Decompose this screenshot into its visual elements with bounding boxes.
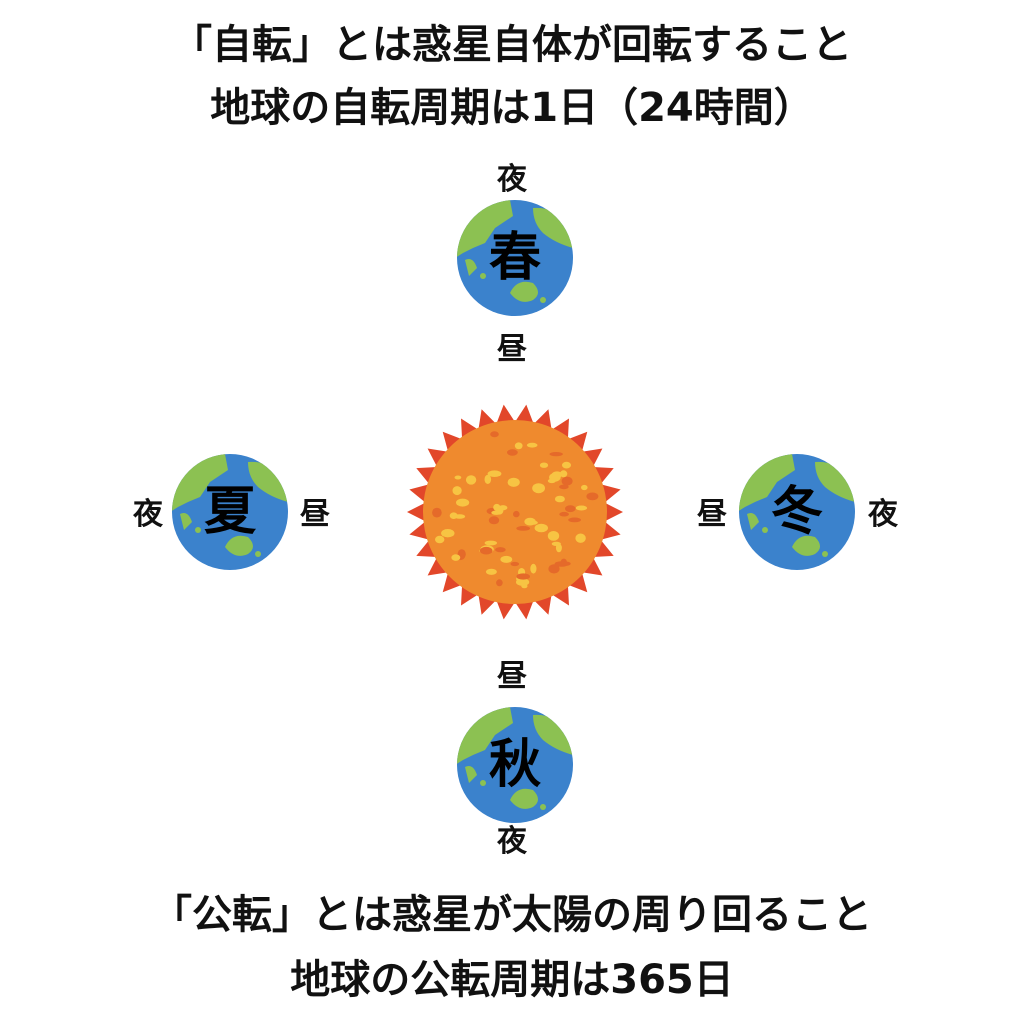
sun-spot (549, 452, 563, 457)
day-label-autumn: 昼 (497, 659, 527, 694)
sun-spot (514, 442, 523, 450)
sun-spot (487, 470, 502, 477)
sun-spot (516, 578, 530, 586)
sun-spot (551, 541, 561, 546)
sun-spot (568, 517, 581, 523)
sun-spot (484, 474, 492, 484)
night-label-winter: 夜 (868, 497, 898, 532)
day-label-winter: 昼 (697, 497, 727, 532)
season-label-spring: 春 (488, 228, 541, 288)
sun-spot (562, 461, 571, 469)
sun-spot (454, 475, 462, 480)
sun-spot (493, 503, 501, 511)
earth-icon (172, 454, 288, 570)
earth-icon (457, 200, 573, 316)
sun-icon (407, 404, 623, 620)
sun-spot (500, 555, 513, 563)
earth-winter: 冬 (737, 452, 857, 572)
sun-spot (547, 531, 560, 541)
sun-spot (559, 511, 569, 517)
sun-spot (485, 568, 497, 575)
sun-spot (565, 505, 576, 513)
sun-spot (529, 520, 538, 525)
sun-spot (432, 507, 442, 518)
season-label-summer: 夏 (203, 482, 256, 542)
night-label-spring: 夜 (497, 162, 527, 197)
sun-spot (526, 442, 538, 448)
sun-spot (559, 484, 569, 490)
earth-autumn: 秋 (455, 705, 575, 825)
sun-spot (547, 478, 556, 484)
sun-spot (456, 498, 470, 507)
sun-spot (452, 486, 462, 496)
sun-spot (495, 547, 506, 553)
rotation-period: 地球の自転周期は1日（24時間） (210, 85, 814, 131)
earth-icon (457, 707, 573, 823)
day-label-spring: 昼 (497, 332, 527, 367)
earth-icon (739, 454, 855, 570)
sun-spot (496, 579, 503, 587)
sun-spot (554, 561, 569, 567)
season-label-winter: 冬 (770, 482, 823, 542)
sun-spot (488, 516, 500, 525)
sun-spot (507, 449, 518, 456)
sun-spot (510, 561, 520, 567)
revolution-period: 地球の公転周期は365日 (290, 957, 734, 1003)
earth-summer: 夏 (170, 452, 290, 572)
sun-spot (516, 573, 530, 580)
sun-spot (575, 533, 586, 543)
night-label-summer: 夜 (133, 497, 163, 532)
sun-spot (554, 495, 565, 503)
sun-spot (539, 462, 549, 468)
sun-spot (435, 535, 445, 544)
revolution-definition: 「公転」とは惑星が太陽の周り回ること (152, 892, 872, 938)
sun-spot (530, 563, 537, 574)
sun-spot (559, 470, 568, 478)
day-label-summer: 昼 (300, 497, 330, 532)
rotation-definition: 「自転」とは惑星自体が回転すること (172, 22, 852, 68)
sun-spot (465, 475, 477, 485)
sun-spot (479, 546, 493, 555)
sun-spot (532, 483, 545, 494)
sun-spot (454, 514, 466, 519)
sun-spot (586, 492, 599, 501)
earth-spring: 春 (455, 198, 575, 318)
sun-spot (581, 484, 588, 491)
sun-spot (534, 523, 548, 533)
sun-spot (507, 477, 520, 487)
sun-spot (451, 554, 461, 561)
sun-spot (484, 540, 497, 546)
sun-spot (441, 529, 455, 538)
sun-spot (513, 510, 520, 518)
sun-spot (548, 564, 560, 574)
sun-spot (561, 476, 573, 486)
sun-spot (490, 431, 499, 438)
sun-spot (516, 526, 531, 531)
season-label-autumn: 秋 (488, 735, 541, 795)
sun-spot (575, 505, 588, 511)
night-label-autumn: 夜 (497, 824, 527, 859)
